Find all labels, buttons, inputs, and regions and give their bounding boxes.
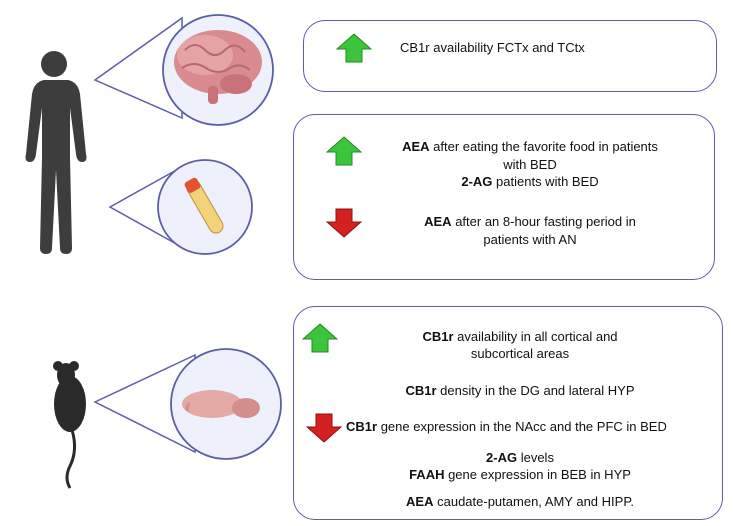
animal-down-text-1: CB1r gene expression in the NAcc and the…: [346, 419, 667, 434]
brain-finding-text: CB1r availability FCTx and TCtx: [400, 40, 585, 55]
brain-findings-panel: [303, 20, 717, 92]
human-brain-icon: [174, 30, 262, 104]
up-arrow-icon: [302, 323, 338, 353]
up-arrow-icon: [336, 33, 372, 63]
blood-up-text-2: with BED: [503, 157, 557, 172]
human-silhouette-icon: [25, 51, 87, 254]
animal-down-text-4: AEA caudate-putamen, AMY and HIPP.: [406, 494, 634, 509]
blood-up-text-1: AEA after eating the favorite food in pa…: [402, 139, 658, 154]
rat-brain-icon: [182, 390, 260, 418]
rat-silhouette-icon: [53, 361, 86, 489]
blood-findings-panel: [293, 114, 715, 280]
animal-up-text-2: subcortical areas: [470, 346, 570, 361]
blood-down-text-1: AEA after an 8-hour fasting period in: [424, 214, 636, 229]
down-arrow-icon: [306, 413, 342, 443]
blood-tube-icon: [184, 177, 224, 234]
animal-down-text-2: 2-AG levels: [486, 450, 554, 465]
blood-up-text-3: 2-AG patients with BED: [461, 174, 599, 189]
down-arrow-icon: [326, 208, 362, 238]
animal-findings-panel: [293, 306, 723, 520]
animal-up-text-3: CB1r density in the DG and lateral HYP: [405, 383, 635, 398]
animal-down-text-3: FAAH gene expression in BEB in HYP: [409, 467, 631, 482]
animal-up-text-1: CB1r availability in all cortical and: [422, 329, 618, 344]
up-arrow-icon: [326, 136, 362, 166]
blood-down-text-2: patients with AN: [483, 232, 577, 247]
